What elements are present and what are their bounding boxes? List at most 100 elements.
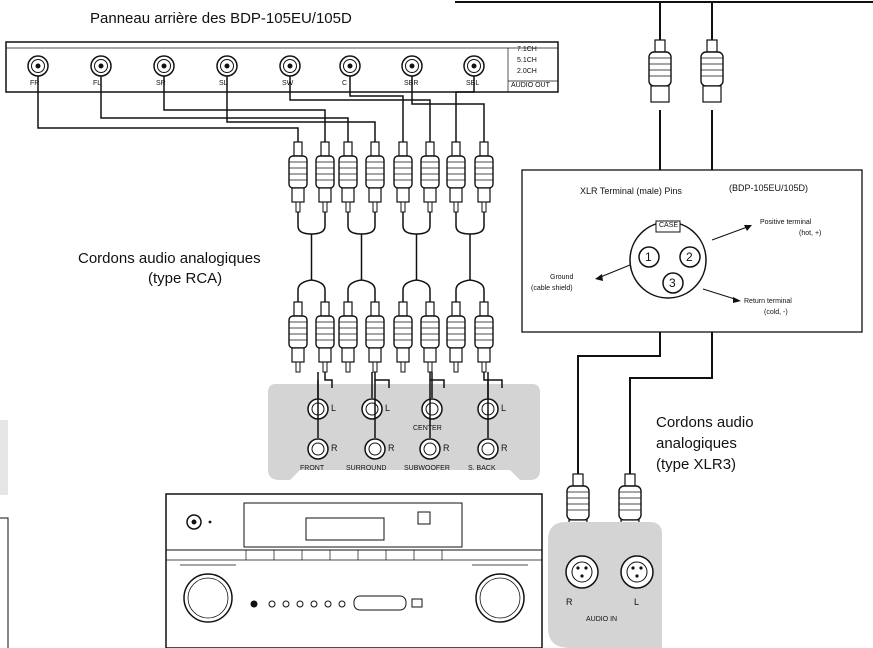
return-terminal-sub: (cold, -) — [764, 309, 788, 316]
receiver-button — [324, 600, 332, 608]
cable-merge-top — [455, 212, 485, 235]
panel-output-label: SW — [282, 80, 294, 87]
center-label: CENTER — [413, 425, 442, 432]
receiver-jack-bottom-label: R — [501, 443, 508, 453]
rca-plugs-lower — [288, 301, 494, 373]
panel-output-label: C — [342, 80, 348, 87]
cable-merge-top — [347, 212, 376, 235]
cable-split-bottom — [402, 279, 431, 302]
panel-wiring — [37, 76, 485, 142]
panel-wire — [289, 76, 431, 142]
receiver-jack-bottom — [419, 372, 445, 460]
cable-split-bottom — [347, 279, 376, 302]
panel-jack-c — [339, 55, 361, 77]
rca-plug — [315, 301, 335, 373]
panel-output-label: FR — [30, 80, 40, 87]
panel-title: Panneau arrière des BDP-105EU/105D — [90, 10, 352, 27]
panel-output-label: SBR — [404, 80, 419, 87]
receiver-button — [310, 600, 318, 608]
positive-terminal-sub: (hot, +) — [799, 230, 822, 237]
rca-plug — [288, 141, 308, 213]
xlr-case-tab — [655, 220, 681, 233]
pin-3-label: 3 — [669, 276, 676, 290]
rca-plug — [446, 141, 466, 213]
panel-wire — [455, 76, 475, 142]
xlr-cable-label-1: Cordons audio — [656, 414, 754, 431]
rca-cable-label: Cordons audio analogiques — [78, 250, 261, 267]
rca-plug — [474, 141, 494, 213]
receiver-jack-top-label: L — [331, 403, 337, 413]
panel-wire — [411, 76, 485, 142]
rca-plug — [288, 301, 308, 373]
av-receiver — [165, 493, 543, 648]
cable-split-bottom — [455, 279, 485, 302]
panel-jack-fl — [90, 55, 112, 77]
xlr-cable-label-3: (type XLR3) — [656, 456, 737, 473]
receiver-jack-top-label: L — [385, 403, 391, 413]
pin-1-label: 1 — [645, 250, 652, 264]
rear-panel — [5, 41, 559, 93]
receiver-button — [268, 600, 276, 608]
panel-wire — [37, 76, 299, 142]
left-partial-device — [0, 420, 8, 495]
panel-output-label: SBL — [466, 80, 480, 87]
receiver-jack-bottom-label: R — [331, 443, 338, 453]
return-terminal-label: Return terminal — [744, 298, 792, 305]
rca-plug — [338, 301, 358, 373]
cable-merge-top — [297, 212, 326, 235]
audio-in-label: AUDIO IN — [586, 616, 618, 623]
receiver-jack-bottom — [477, 372, 503, 460]
xlr-cable-label-2: analogiques — [656, 435, 737, 452]
panel-jack-sl — [216, 55, 238, 77]
rca-plug — [393, 301, 413, 373]
xlr-plugs-top — [648, 39, 724, 103]
receiver-jack-bottom — [364, 372, 390, 460]
panel-jack-sr — [153, 55, 175, 77]
xlr-box-title: XLR Terminal (male) Pins — [580, 186, 682, 196]
ground-label: Ground — [550, 274, 574, 281]
ground-sub: (cable shield) — [531, 285, 573, 292]
xlr-plug — [700, 39, 724, 103]
rca-cable-wires — [297, 212, 485, 302]
rca-plug — [420, 141, 440, 213]
positive-terminal-label: Positive terminal — [760, 219, 812, 226]
ground-arrow — [597, 264, 631, 279]
xlr-input-panel — [548, 522, 662, 648]
cable-merge-top — [402, 212, 431, 235]
panel-output-label: FL — [93, 80, 102, 87]
rca-plug — [393, 141, 413, 213]
xlr-input-r-label: R — [566, 597, 573, 607]
rca-cable-type: (type RCA) — [148, 270, 223, 287]
audio-out-label: AUDIO OUT — [511, 82, 550, 89]
positive-arrow — [711, 225, 751, 241]
rca-plug — [420, 301, 440, 373]
receiver-group-label: FRONT — [300, 465, 325, 472]
xlr-pin-3 — [662, 272, 684, 294]
receiver-button — [296, 600, 304, 608]
receiver-group-label: SURROUND — [346, 465, 387, 472]
xlr-pin-1 — [638, 246, 660, 268]
xlr-pin-2 — [679, 246, 701, 268]
rca-plugs-upper — [288, 141, 494, 213]
receiver-button — [338, 600, 346, 608]
panel-wire — [163, 76, 326, 142]
xlr-plug — [648, 39, 672, 103]
rca-plug — [365, 301, 385, 373]
rca-plug — [338, 141, 358, 213]
rca-plug — [365, 141, 385, 213]
receiver-jack-bottom-label: R — [443, 443, 450, 453]
mode-5-1: 5.1CH — [517, 57, 537, 64]
xlr-cable-r-lower — [577, 332, 661, 474]
pin-2-label: 2 — [686, 250, 693, 264]
panel-output-label: SR — [156, 80, 166, 87]
receiver-group-label: S. BACK — [468, 465, 496, 472]
panel-wire — [226, 76, 376, 142]
panel-jack-fr — [27, 55, 49, 77]
return-arrow — [702, 288, 739, 301]
xlr-input-l-label: L — [634, 597, 640, 607]
rca-plug — [446, 301, 466, 373]
receiver-jack-top-label: L — [501, 403, 507, 413]
receiver-button — [282, 600, 290, 608]
panel-output-label: SL — [219, 80, 228, 87]
